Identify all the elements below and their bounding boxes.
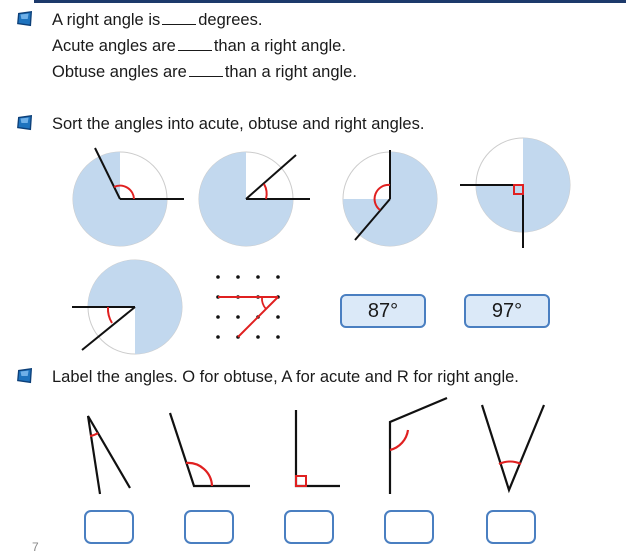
dot-grid-angle [216, 275, 280, 339]
answer-box-2[interactable] [184, 510, 234, 544]
q1-line1-pre: A right angle is [52, 11, 161, 29]
q3-prompt: Label the angles. O for obtuse, A for ac… [52, 368, 519, 386]
angle-shape-2 [198, 151, 310, 247]
header-rule [34, 0, 626, 3]
answer-box-4[interactable] [384, 510, 434, 544]
label-angle-1 [86, 415, 131, 495]
q1-line-2: Acute angles are than a right angle. [52, 35, 346, 57]
q1-line-3: Obtuse angles are than a right angle. [52, 61, 357, 83]
angle-shape-3 [342, 150, 438, 247]
page-number: 7 [32, 540, 39, 554]
answer-blank[interactable] [162, 10, 197, 25]
angle-shape-4 [460, 137, 571, 248]
q1-line2-post: than a right angle. [213, 37, 346, 55]
label-angle-3 [294, 410, 340, 488]
label-angle-5 [480, 404, 546, 494]
answer-blank[interactable] [188, 62, 223, 77]
label-angle-2 [168, 412, 250, 488]
answer-box-5[interactable] [486, 510, 536, 544]
q1-line-1: A right angle is degrees. [52, 9, 262, 31]
q2-prompt: Sort the angles into acute, obtuse and r… [52, 115, 425, 133]
q1-line2-pre: Acute angles are [52, 37, 176, 55]
answer-box-3[interactable] [284, 510, 334, 544]
bullet-diamond-icon [17, 115, 33, 131]
q1-line3-post: than a right angle. [224, 63, 357, 81]
label-angle-4 [388, 396, 448, 494]
q1-line1-post: degrees. [198, 11, 263, 29]
q1-line3-pre: Obtuse angles are [52, 63, 187, 81]
bullet-diamond-icon [17, 368, 33, 384]
answer-blank[interactable] [177, 36, 212, 51]
angle-shape-1 [72, 147, 184, 247]
answer-box-1[interactable] [84, 510, 134, 544]
bullet-diamond-icon [17, 11, 33, 27]
angle-value-97: 97° [464, 294, 550, 328]
angle-value-87: 87° [340, 294, 426, 328]
angle-shape-5 [72, 259, 183, 355]
